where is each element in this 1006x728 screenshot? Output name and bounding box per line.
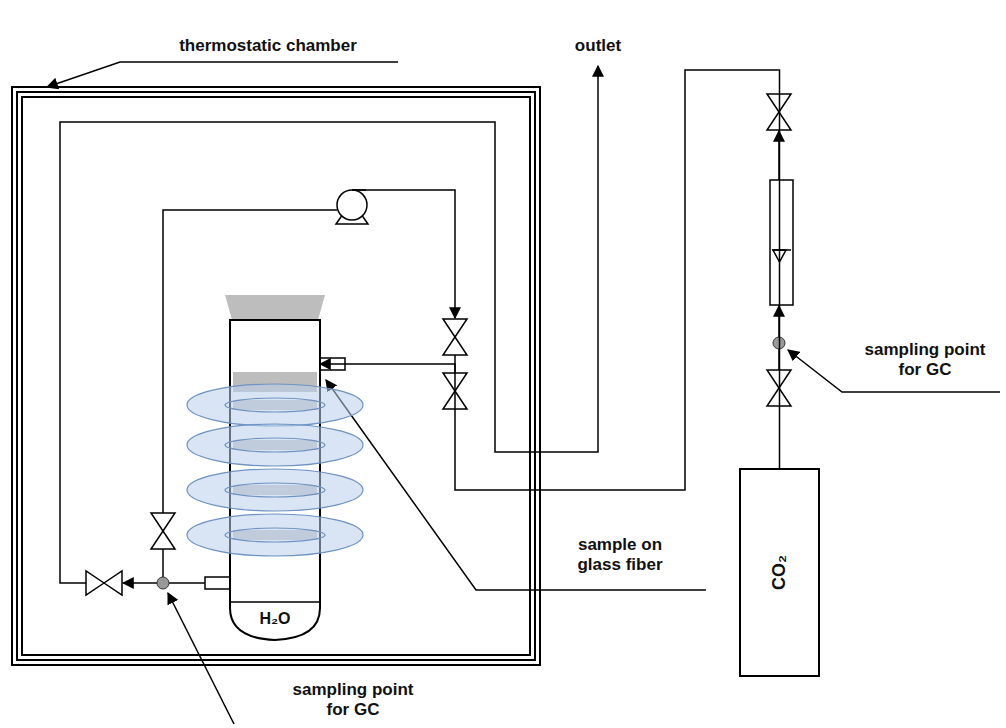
pipe-reactor-bottom [169,582,205,584]
liquid-label: H₂O [230,609,320,629]
thermostatic-chamber-walls [12,87,540,665]
coil-ring [187,424,363,466]
sampling-leader-bottom [168,593,234,724]
pump [336,190,368,224]
gas-cylinder: CO₂ [739,468,820,677]
coil-ring [187,514,363,556]
sampling-point-dot [157,577,169,589]
valve-symbol [86,571,122,595]
sample-label: sample on glass fiber [560,535,680,575]
sampling-label: sampling point for GC [283,680,423,720]
pipe-to-pump [163,210,337,513]
gas-line [320,70,780,490]
chamber-wall-inner [22,97,530,655]
coil-hole [225,398,325,412]
rotameter [770,180,793,305]
pipe-to-valve [123,582,157,584]
water-level [230,601,320,603]
rotameter-tube [770,180,793,305]
pipe-from-pump [352,190,455,318]
pump-symbol [337,190,367,220]
pump-outlet [352,189,366,191]
reactor-cap [225,295,325,320]
outlet-label: outlet [553,36,643,56]
sampling-points [157,337,785,589]
chamber-wall-middle [17,92,535,660]
coil-ring [187,384,363,426]
leader-lines [47,62,1000,724]
sampling-label: sampling point for GC [855,340,995,380]
coil-hole [225,438,325,452]
coil-hole [225,483,325,497]
reactor-bottom-port [205,577,230,589]
chamber-leader [47,62,398,87]
piping [60,66,779,583]
valve-symbol [443,319,467,355]
coil-ring [187,469,363,511]
rotameter-mark [772,249,791,251]
outlet-line [60,66,598,583]
valve-symbol [151,513,175,549]
reactor-vessel: H₂O [230,320,320,640]
sample-leader [326,380,706,590]
gas-label: CO₂ [769,555,790,590]
chamber-label: thermostatic chamber [133,36,403,56]
coil-inner [225,398,325,542]
pipe-dot-to-valve [162,549,164,577]
heating-coil [187,384,363,556]
chamber-wall-outer [12,87,540,665]
reactor-outline [230,320,320,640]
coil-hole [225,528,325,542]
